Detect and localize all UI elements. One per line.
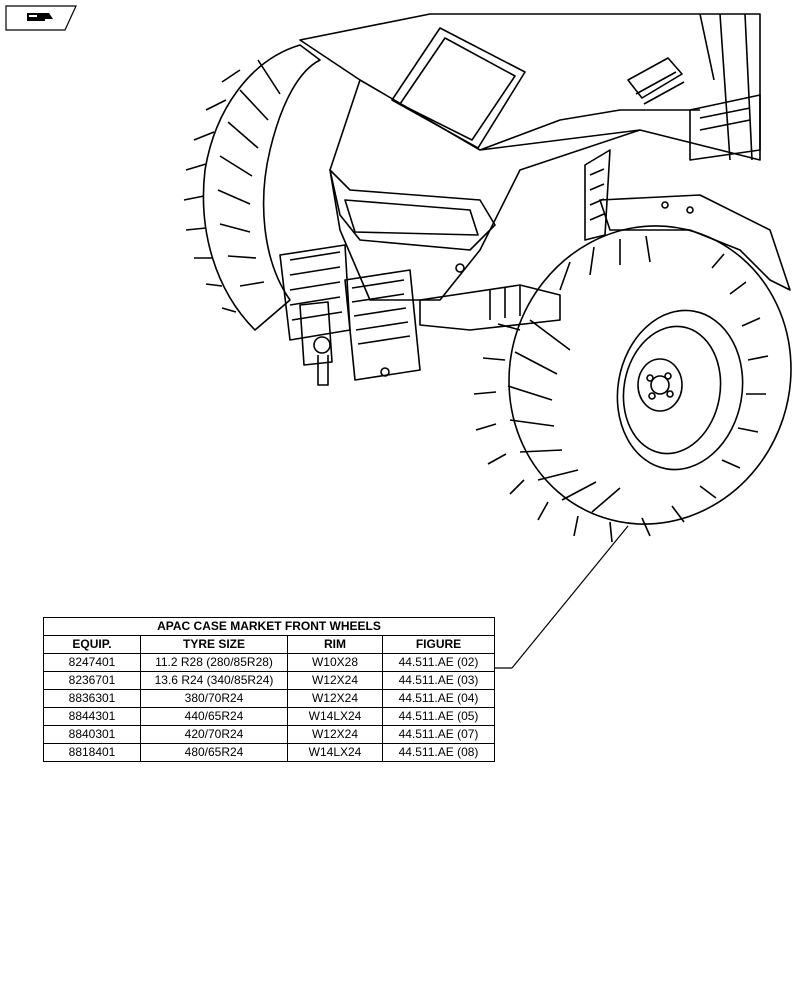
table-row: 8236701 13.6 R24 (340/85R24) W12X24 44.5… xyxy=(43,671,495,690)
equip-cell: 8844301 xyxy=(43,707,141,726)
figure-cell[interactable]: 44.511.AE (05) xyxy=(382,707,495,726)
rim-cell: W12X24 xyxy=(287,725,383,744)
front-wheels-table: APAC CASE MARKET FRONT WHEELS EQUIP. TYR… xyxy=(43,617,495,762)
rim-cell: W10X28 xyxy=(287,653,383,672)
equip-cell: 8247401 xyxy=(43,653,141,672)
equip-cell: 8236701 xyxy=(43,671,141,690)
tyre-size-cell: 440/65R24 xyxy=(140,707,288,726)
equip-cell: 8840301 xyxy=(43,725,141,744)
front-fender xyxy=(599,194,791,291)
header-rim: RIM xyxy=(287,635,383,654)
figure-cell[interactable]: 44.511.AE (03) xyxy=(382,671,495,690)
tractor-hood xyxy=(299,13,761,301)
equip-cell: 8836301 xyxy=(43,689,141,708)
right-tyre xyxy=(473,225,792,543)
tractor-front-wheel-illustration xyxy=(183,13,792,543)
tyre-size-cell: 380/70R24 xyxy=(140,689,288,708)
left-tyre xyxy=(183,44,321,331)
figure-cell[interactable]: 44.511.AE (04) xyxy=(382,689,495,708)
tyre-size-cell: 480/65R24 xyxy=(140,743,288,762)
rim-cell: W12X24 xyxy=(287,671,383,690)
tyre-size-cell: 420/70R24 xyxy=(140,725,288,744)
table-row: 8840301 420/70R24 W12X24 44.511.AE (07) xyxy=(43,725,495,744)
table-row: 8844301 440/65R24 W14LX24 44.511.AE (05) xyxy=(43,707,495,726)
tyre-size-cell: 11.2 R28 (280/85R28) xyxy=(140,653,288,672)
table-row: 8836301 380/70R24 W12X24 44.511.AE (04) xyxy=(43,689,495,708)
rim-cell: W14LX24 xyxy=(287,707,383,726)
figure-cell[interactable]: 44.511.AE (08) xyxy=(382,743,495,762)
figure-cell[interactable]: 44.511.AE (07) xyxy=(382,725,495,744)
header-equip: EQUIP. xyxy=(43,635,141,654)
table-title: APAC CASE MARKET FRONT WHEELS xyxy=(43,617,495,635)
rim-cell: W14LX24 xyxy=(287,743,383,762)
front-weights xyxy=(279,244,465,386)
table-row: 8247401 11.2 R28 (280/85R28) W10X28 44.5… xyxy=(43,653,495,672)
table-header-row: EQUIP. TYRE SIZE RIM FIGURE xyxy=(43,635,495,654)
reference-book-icon xyxy=(5,5,77,31)
header-tyre-size: TYRE SIZE xyxy=(140,635,288,654)
header-figure: FIGURE xyxy=(382,635,495,654)
rim-cell: W12X24 xyxy=(287,689,383,708)
figure-cell[interactable]: 44.511.AE (02) xyxy=(382,653,495,672)
table-row: 8818401 480/65R24 W14LX24 44.511.AE (08) xyxy=(43,743,495,762)
equip-cell: 8818401 xyxy=(43,743,141,762)
tyre-size-cell: 13.6 R24 (340/85R24) xyxy=(140,671,288,690)
front-axle xyxy=(419,284,561,331)
